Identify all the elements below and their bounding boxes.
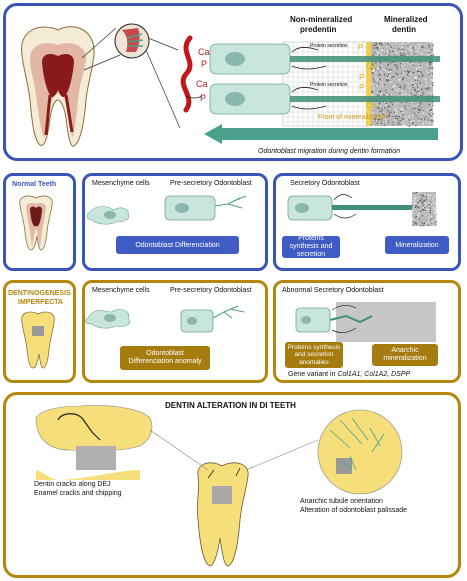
di-panel [3,280,76,383]
proteins-line1: Proteins synthesis [287,343,341,351]
normal-teeth-title: Normal Teeth [12,181,57,188]
di-title-2: IMPERFECTA [18,299,63,306]
gene-list: Col1A1, Col1A2, DSPP [337,371,411,378]
normal-tooth-icon [19,195,53,251]
label-migration: Odontoblast migration during dentin form… [258,148,401,155]
di-pre-secretory-label: Pre-secretory Odontoblast [170,287,252,294]
odontoblast-differentiation-button: Odontoblast Differenciation [116,236,239,254]
blood-vessel [180,35,193,113]
normal-secretory-label: Secretory Odontoblast [290,180,360,187]
differentiation-anomaly-button: Odontoblast Differenciation anomaly [120,346,210,370]
left-caption-1: Dentin cracks along DEJ [34,481,111,488]
anarchic-mineralization-button: Anarchic mineralization [372,344,438,366]
abnormal-secretory-label: Abnormal Secretory Odontoblast [282,287,384,294]
normal-differentiation-panel [82,173,268,271]
di-tooth-center-icon [197,462,249,567]
normal-mesenchyme-label: Mesenchyme cells [92,180,150,187]
anomaly-line1: Odontoblast [146,349,184,357]
tubule-zoom [317,409,403,495]
label-protein-secretion-1: Protein secretion [310,43,348,49]
left-caption-2: Enamel cracks and chipping [34,490,122,497]
mineralization-front [366,42,371,126]
proteins-synthesis-button: Proteins synthesis and secretion [282,235,340,258]
proteins-anomalies-button: Proteins synthesis and secretion anomali… [285,342,343,368]
label-predentin: predentin [300,25,337,34]
anomaly-line2: Differenciation anomaly [128,358,202,365]
di-differentiation-panel [82,280,268,383]
dentin-alteration-panel [3,392,461,578]
di-title-1: DENTINOGENESIS [8,290,71,297]
top-panel [3,3,463,161]
ca-label-3: Ca [366,62,377,71]
anarchic-dentin [336,302,436,342]
label-non-mineralized: Non-mineralized [290,15,353,24]
dentin-alteration-title: DENTIN ALTERATION IN DI TEETH [165,401,296,410]
ca-label-1: Ca [198,47,210,57]
label-protein-secretion-2: Protein secretion [310,82,348,88]
di-tooth-icon [21,311,55,369]
pre-secretory-cell-normal [164,195,216,221]
normal-teeth-panel [3,173,76,271]
label-dentin: dentin [392,25,416,34]
ca-label-4: Ca [366,101,377,110]
proteins-line3: anomalies [299,358,329,366]
normal-secretory-panel [273,173,461,271]
enamel-crack-zoom [35,405,153,480]
label-front-mineralization: Front of mineralization [318,114,388,121]
p-label-3: P [358,43,363,52]
right-caption-2: Alteration of odontoblast palissade [300,507,408,514]
gene-prefix: Gene variant in [288,371,338,378]
p-label-4: P [359,73,364,82]
odontoblast-cell-1 [209,43,440,75]
mineralization-button: Mineralization [385,236,449,254]
right-caption-1: Anarchic tubule orientation [300,498,383,505]
anarchic-line1: Anarchic [391,346,419,354]
p-label-5: P [359,83,364,92]
di-secretory-panel [273,280,461,383]
anarchic-line2: mineralization [383,355,427,362]
migration-arrow [204,124,438,144]
normal-pre-secretory-label: Pre-secretory Odontoblast [170,180,252,187]
gene-variant-label: Gene variant in Col1A1, Col1A2, DSPP [288,371,410,378]
proteins-line2: and secretion [294,351,334,359]
p-label-1: P [201,59,207,69]
p-label-2: P [200,93,206,103]
label-mineralized: Mineralized [384,15,428,24]
ca-label-2: Ca [196,79,208,89]
tooth-cross-section-icon [21,26,95,147]
odontoblast-cell-2 [209,83,440,115]
di-mesenchyme-label: Mesenchyme cells [92,287,150,294]
